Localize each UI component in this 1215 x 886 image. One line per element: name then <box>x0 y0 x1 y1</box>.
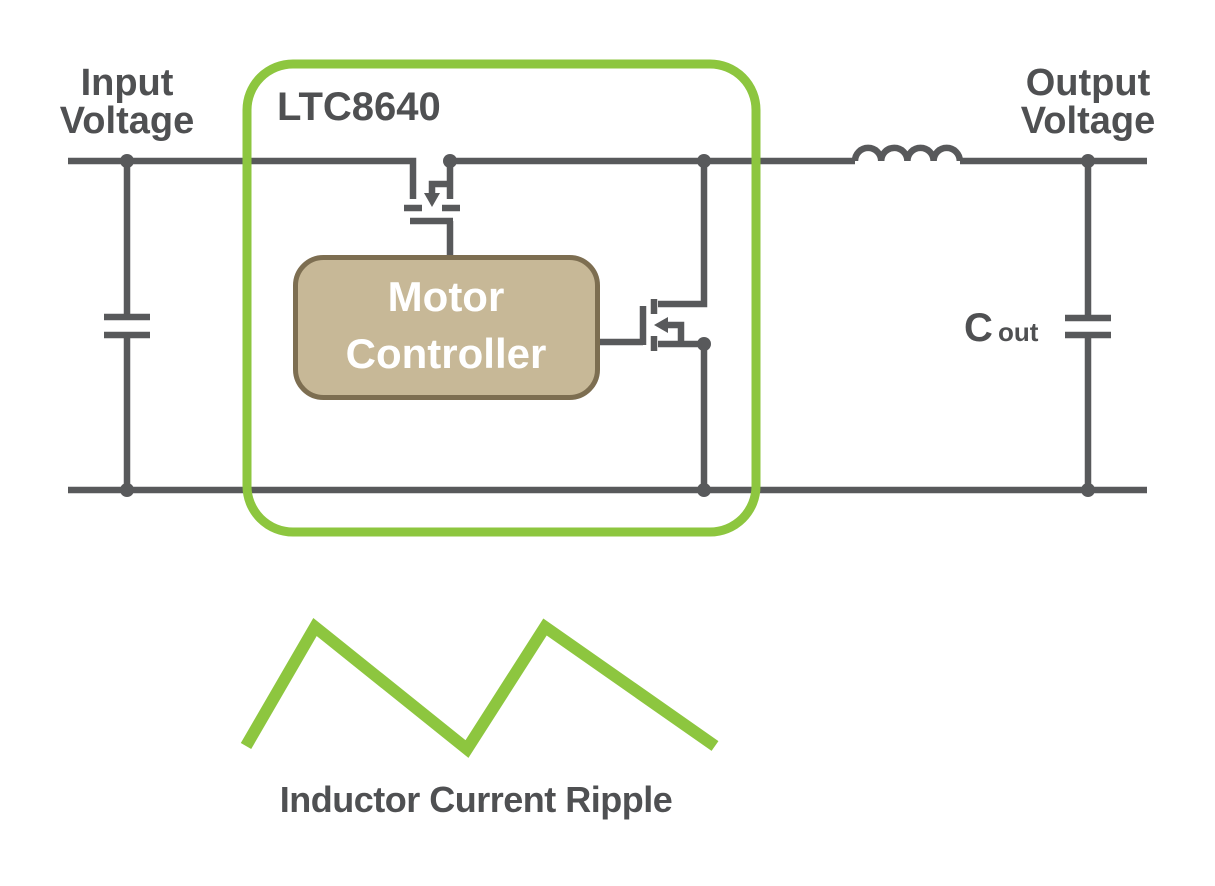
ls-body-branch <box>668 321 685 341</box>
hs-body-branch <box>428 180 449 194</box>
junction-dot <box>120 154 134 168</box>
input-voltage-label-line1: Input <box>81 62 174 104</box>
output-voltage-label-line1: Output <box>1026 62 1151 104</box>
junction-dot <box>443 154 457 168</box>
junction-dot <box>1081 483 1095 497</box>
ls-source-lead <box>658 340 708 490</box>
junction-dot <box>1081 154 1095 168</box>
junction-dot <box>697 483 711 497</box>
output-capacitor <box>1065 161 1111 490</box>
output-cap-subscript: out <box>998 317 1039 347</box>
low-side-mosfet <box>599 161 708 490</box>
ls-drain-lead <box>658 161 708 308</box>
junction-dots <box>120 154 1095 497</box>
junction-dot <box>697 154 711 168</box>
top-rail-input-segment <box>68 157 417 199</box>
junction-dot <box>120 483 134 497</box>
hs-arrow-icon <box>424 193 440 207</box>
inductor-ripple-waveform <box>240 617 719 758</box>
chip-outline-frame <box>242 59 761 537</box>
motor-controller-label-line2: Controller <box>346 330 547 377</box>
chip-name-label: LTC8640 <box>277 85 441 129</box>
motor-controller-box <box>293 255 600 400</box>
inductor-symbol <box>851 144 964 162</box>
output-voltage-label-line2: Voltage <box>1021 100 1155 142</box>
input-capacitor <box>104 161 150 490</box>
output-cap-label: C <box>964 306 993 350</box>
motor-controller-label-line1: Motor <box>388 273 505 320</box>
ls-arrow-icon <box>654 317 668 333</box>
junction-dot <box>697 337 711 351</box>
input-voltage-label-line2: Voltage <box>60 100 194 142</box>
waveform-caption: Inductor Current Ripple <box>280 779 673 820</box>
